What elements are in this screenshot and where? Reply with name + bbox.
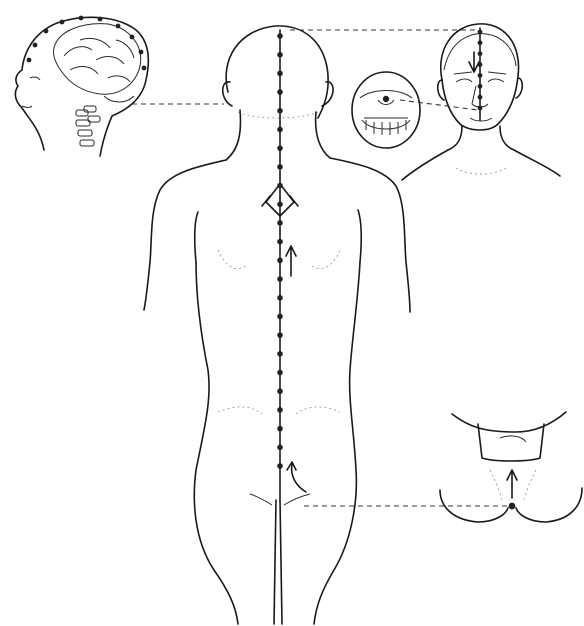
upper-gum-acupoint [383,96,389,102]
face-acupoint [478,73,483,78]
face-acupoint [478,95,483,100]
perineum-top-curve [452,412,566,432]
perineum-right-buttock [516,488,582,522]
left-shoulder-arm [144,160,226,310]
head-profile-acupoint [130,35,135,40]
back-up-arrow [286,246,296,276]
spine-acupoint [277,108,283,114]
spine-acupoint [277,183,283,189]
spine-acupoint [277,89,283,95]
right-armpit [358,210,361,262]
spine-acupoint [277,220,283,226]
mouth-inset [352,72,420,148]
head-profile-acupoint [27,58,32,63]
left-scapula [218,250,246,269]
spine-acupoint [277,201,283,207]
mouth-outer-ring [352,72,420,148]
face-acupoint [478,106,483,111]
face-acupoint [478,84,483,89]
right-scapula [312,250,340,269]
right-shoulder-arm [330,158,410,312]
spine-acupoint [277,258,283,264]
spine-acupoint [277,276,283,282]
buttock-cleft [274,500,282,624]
back-head-outline [226,26,328,118]
perineum-up-arrow [507,470,517,498]
spine-acupoint [277,445,283,451]
cerebellum [104,96,134,102]
spine-acupoint [277,239,283,245]
front-face-figure [402,24,560,180]
cervical-vertebrae [76,106,100,146]
face-shoulders [402,150,560,180]
face-acupoint [478,51,483,56]
head-profile-acupoints [27,16,147,71]
spine-acupoint [277,71,283,77]
teeth-row [362,118,410,135]
head-profile-acupoint [142,66,147,71]
spine-acupoint [277,164,283,170]
spine-acupoint [277,388,283,394]
neck-right [316,112,330,158]
spine-acupoint [277,332,283,338]
spine-acupoint [277,407,283,413]
head-profile-acupoint [139,50,144,55]
perineum-shading [490,470,536,500]
face-mouth [470,118,492,121]
brain-gyri [64,38,134,82]
sacrum-curved-arrow [292,464,306,492]
back-body-figure [144,26,410,624]
head-profile-acupoint [79,16,84,21]
face-acupoint [478,62,483,67]
spine-acupoint [277,33,283,39]
spine-acupoint [277,52,283,58]
neck-left [226,110,240,160]
spine-acupoint [277,463,283,469]
spine-acupoint [277,145,283,151]
perineum-detail [500,436,526,442]
head-profile-acupoint [33,43,38,48]
head-profile-figure [15,16,148,156]
spine-acupoint [277,127,283,133]
head-profile-acupoint [60,20,65,25]
left-armpit [195,212,198,262]
profile-mouth [22,106,32,108]
head-profile-acupoint [98,17,103,22]
spine-acupoint [277,314,283,320]
perineum-acupoint [509,503,516,510]
spine-acupoint [277,370,283,376]
spine-acupoint [277,426,283,432]
profile-eye [30,77,40,80]
head-profile-acupoint [116,24,121,29]
spine-acupoint [277,295,283,301]
profile-head-outline [15,17,148,156]
left-torso-side [194,262,238,624]
head-profile-acupoint [44,29,49,34]
spine-acupoint [277,351,283,357]
face-down-arrow [469,52,479,72]
face-acupoint [478,40,483,45]
right-torso-side [314,262,360,624]
mouth-connector-line [400,100,478,110]
face-acupoint [478,30,483,35]
back-hairline [238,112,318,118]
face-collarbone [456,168,506,174]
